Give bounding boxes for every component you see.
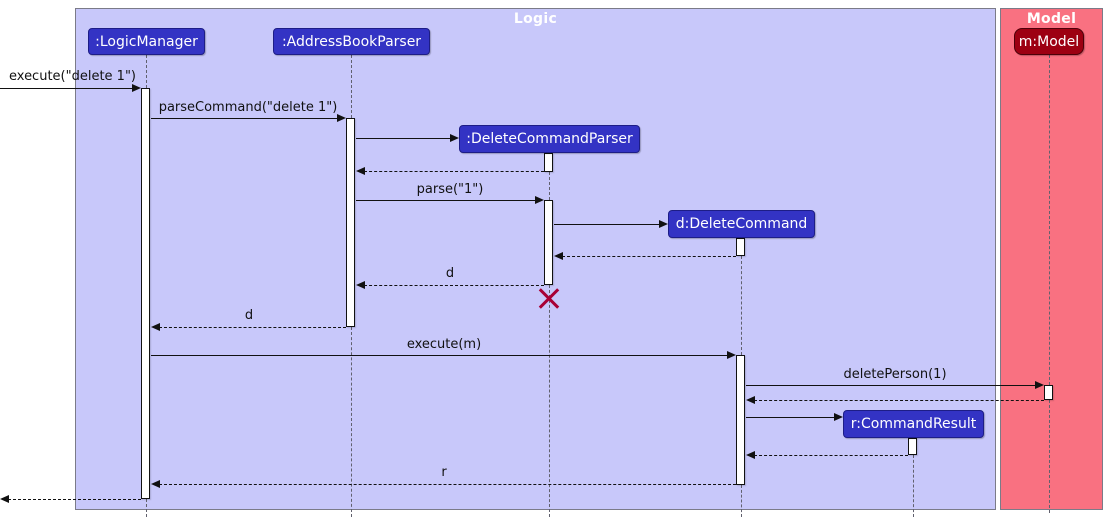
return-d-to-parser-line [364,285,544,286]
message-delete-person-line [746,385,1036,386]
destroy-x-icon [537,286,561,310]
activation-command-result [908,438,917,455]
message-parse-command-label: parseCommand("delete 1") [158,100,338,115]
lifeline-delete-command-parser [549,285,550,517]
return-d-to-parser-label: d [445,266,455,281]
logic-frame-title: Logic [513,11,558,27]
activation-delete-command-2 [736,355,745,485]
message-parse-line [356,200,536,201]
arrowhead-icon [1035,381,1044,389]
return-from-model-line [754,400,1044,401]
arrowhead-icon [356,167,365,175]
lifeline-logic-manager [146,499,147,517]
lifeline-delete-command [741,256,742,355]
activation-logic-manager [141,88,150,499]
logic-frame: Logic [75,8,996,510]
arrowhead-icon [746,396,755,404]
arrowhead-icon [554,252,563,260]
arrowhead-icon [535,196,544,204]
message-delete-person-label: deletePerson(1) [843,367,947,382]
arrowhead-icon [356,281,365,289]
participant-command-result: r:CommandResult [843,410,984,438]
model-frame-title: Model [1026,11,1077,27]
lifeline-model [1049,400,1050,513]
lifeline-model [1049,55,1050,385]
arrowhead-icon [834,413,843,421]
return-r-line [159,484,736,485]
create-command-result-line [746,417,835,418]
message-execute-m-line [151,355,728,356]
final-return-line [8,499,141,500]
arrowhead-icon [132,84,141,92]
participant-delete-command: d:DeleteCommand [668,210,815,238]
lifeline-address-book-parser [351,55,352,118]
arrowhead-icon [727,351,736,359]
arrowhead-icon [450,134,459,142]
participant-logic-manager: :LogicManager [88,28,205,55]
lifeline-delete-command-parser [549,172,550,200]
return-from-command-create-line [562,256,736,257]
create-delete-command-parser-line [356,138,451,139]
activation-delete-command-parser-1 [544,153,553,172]
return-from-parser-create-line [364,171,544,172]
participant-delete-command-parser: :DeleteCommandParser [459,125,640,153]
message-parse-command-line [151,118,338,119]
activation-delete-command-1 [736,238,745,256]
message-parse-label: parse("1") [416,182,484,197]
return-d-to-logic-manager-label: d [244,308,254,323]
activation-delete-command-parser-2 [544,200,553,285]
lifeline-logic-manager [146,55,147,88]
arrowhead-icon [151,480,160,488]
message-execute-m-label: execute(m) [406,337,482,352]
participant-address-book-parser: :AddressBookParser [273,28,430,55]
participant-model: m:Model [1014,28,1084,55]
model-frame: Model [1000,8,1103,510]
arrowhead-icon [337,114,346,122]
arrowhead-icon [746,451,755,459]
return-d-to-logic-manager-line [159,327,346,328]
lifeline-command-result [913,455,914,517]
message-execute-label: execute("delete 1") [9,69,137,84]
lifeline-delete-command [741,485,742,517]
activation-address-book-parser [346,118,355,327]
arrowhead-icon [151,323,160,331]
arrowhead-icon [0,495,9,503]
lifeline-address-book-parser [351,327,352,517]
message-execute-line [0,88,133,89]
return-from-command-result-line [754,455,908,456]
arrowhead-icon [659,220,668,228]
create-delete-command-line [554,224,660,225]
return-r-label: r [441,465,447,480]
activation-model [1044,385,1053,400]
